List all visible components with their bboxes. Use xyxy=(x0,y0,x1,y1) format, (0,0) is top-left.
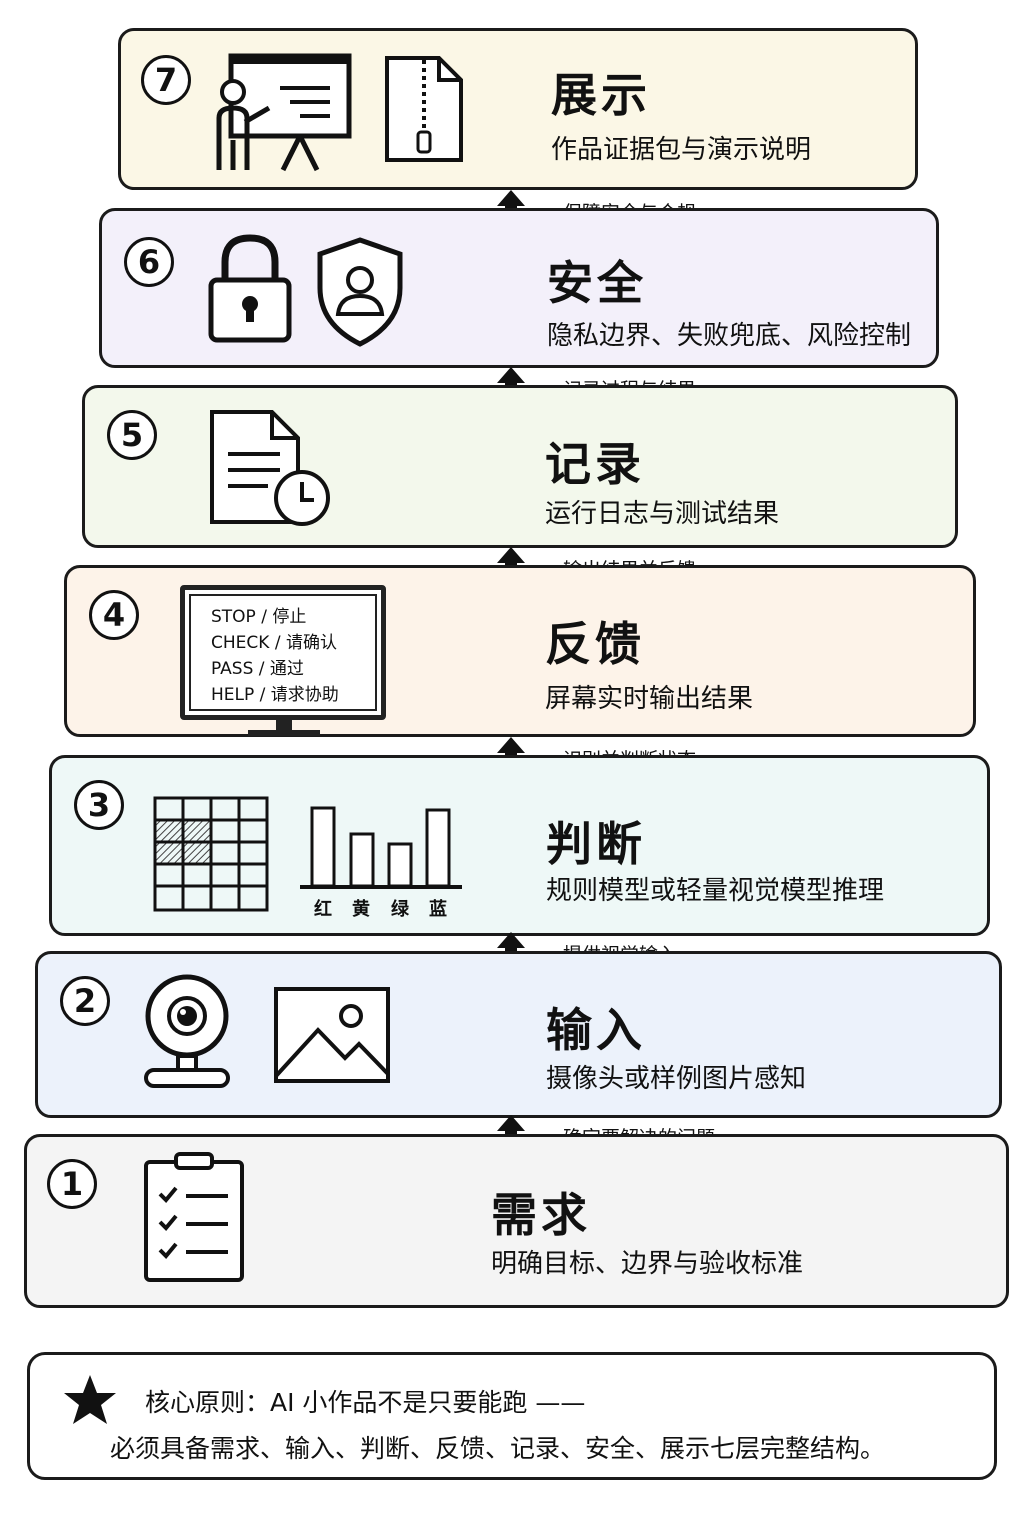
layer-desc: 屏幕实时输出结果 xyxy=(545,684,754,714)
layer-number: 5 xyxy=(107,410,157,460)
monitor-icon: STOP / 停止 CHECK / 请确认 PASS / 通过 HELP / 请… xyxy=(180,585,386,720)
bar-label: 黄 xyxy=(352,899,370,920)
shield-user-icon xyxy=(317,237,403,347)
presenter-icon xyxy=(216,53,352,172)
monitor-stand xyxy=(248,718,320,736)
zip-file-icon xyxy=(385,56,463,162)
bar-label: 绿 xyxy=(391,899,409,920)
layer-title: 记录 xyxy=(545,437,645,491)
star-icon xyxy=(64,1375,116,1424)
layer-title: 展示 xyxy=(551,68,651,122)
monitor-line: PASS / 通过 xyxy=(211,659,304,679)
layer-desc: 运行日志与测试结果 xyxy=(545,499,780,529)
monitor-line: CHECK / 请确认 xyxy=(211,633,337,653)
layer-desc: 规则模型或轻量视觉模型推理 xyxy=(546,876,885,906)
layer-number: 2 xyxy=(60,976,110,1026)
image-icon xyxy=(274,987,390,1083)
bar-label: 红 xyxy=(314,899,332,920)
layer-title: 安全 xyxy=(547,256,647,310)
core-principle-line2: 必须具备需求、输入、判断、反馈、记录、安全、展示七层完整结构。 xyxy=(110,1434,886,1463)
core-principle-box: 核心原则：AI 小作品不是只要能跑 —— 必须具备需求、输入、判断、反馈、记录、… xyxy=(27,1352,997,1480)
layer-title: 反馈 xyxy=(545,617,645,671)
layer-title: 需求 xyxy=(491,1188,591,1242)
layer-desc: 隐私边界、失败兜底、风险控制 xyxy=(547,321,912,351)
layer-desc: 明确目标、边界与验收标准 xyxy=(491,1249,804,1279)
layer-number: 4 xyxy=(89,590,139,640)
layer-judgment: 3 判断 规则模型或轻量视觉模型推理 xyxy=(49,755,990,936)
padlock-icon xyxy=(208,234,292,343)
core-principle-line1: 核心原则：AI 小作品不是只要能跑 —— xyxy=(145,1388,586,1417)
layer-desc: 作品证据包与演示说明 xyxy=(551,135,812,165)
clipboard-checklist-icon xyxy=(144,1152,244,1282)
layer-title: 输入 xyxy=(546,1003,646,1057)
layer-number: 3 xyxy=(74,780,124,830)
bar-label: 蓝 xyxy=(429,899,447,920)
monitor-line: STOP / 停止 xyxy=(211,607,307,627)
layer-desc: 摄像头或样例图片感知 xyxy=(546,1064,807,1094)
layer-title: 判断 xyxy=(546,817,646,871)
webcam-icon xyxy=(144,974,230,1088)
document-clock-icon xyxy=(210,410,330,526)
layer-number: 7 xyxy=(141,55,191,105)
bar-chart-icon xyxy=(300,806,462,889)
layer-number: 1 xyxy=(47,1159,97,1209)
grid-icon xyxy=(153,796,269,912)
layer-number: 6 xyxy=(124,237,174,287)
layer-display: 7 展示 作品证据包与演示说明 xyxy=(118,28,918,190)
monitor-line: HELP / 请求协助 xyxy=(211,685,339,705)
